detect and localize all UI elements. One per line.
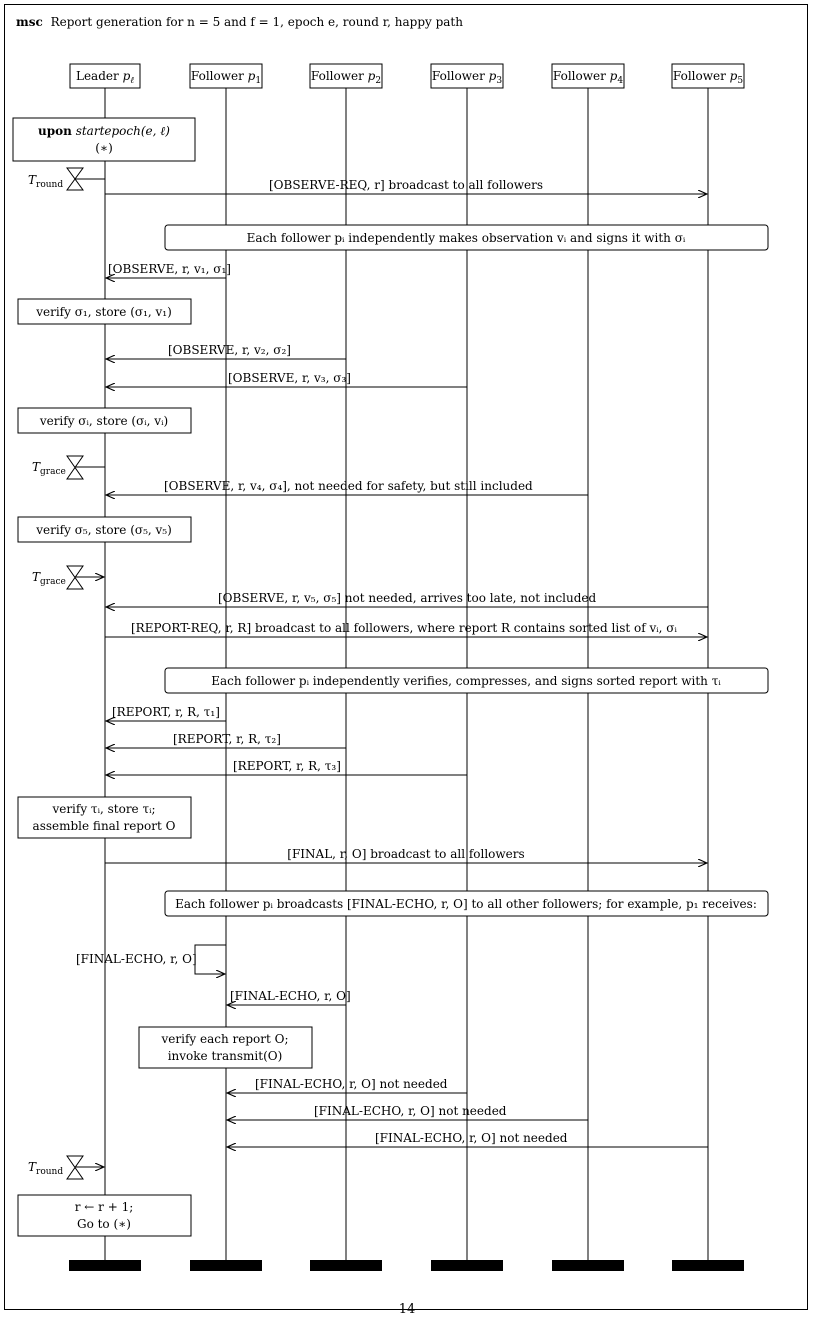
end-bar-p4 [552,1260,624,1271]
message-echo-self-label: [FINAL-ECHO, r, O] [76,952,197,966]
timer-round-start: Tround [28,167,105,191]
participant-box-p2 [309,63,383,89]
participant-box-p3 [430,63,504,89]
verify-sigma-i-label: verify σᵢ, store (σᵢ, vᵢ) [39,414,168,428]
next-round-line-2: Go to (∗) [77,1217,131,1231]
participant-label-p4: Follower p4 [553,69,623,86]
end-bar-p3 [431,1260,503,1271]
message-report-2-label: [REPORT, r, R, τ₂] [173,732,281,746]
note-report [164,667,769,694]
message-echo-5-label: [FINAL-ECHO, r, O] not needed [375,1131,568,1145]
message-observe-1-label: [OBSERVE, r, v₁, σ₁] [108,262,231,276]
verify-report-line-1: verify each report O; [160,1032,288,1046]
verify-tau-line-2: assemble final report O [33,819,176,833]
timer-round-expiry: Tround [28,1155,104,1180]
next-round-line-1: r ← r + 1; [75,1200,134,1214]
verify-sigma-5-box [17,516,192,543]
lifeline-end-bars [69,1260,744,1271]
participant-headers: Leader pℓ Follower p1 Follower p2 Follow… [69,63,745,89]
end-bar-leader [69,1260,141,1271]
message-echo-4-label: [FINAL-ECHO, r, O] not needed [314,1104,507,1118]
verify-sigma-i-box [17,407,192,434]
verify-tau-box [17,796,192,839]
participant-box-p5 [671,63,745,89]
message-observe-5-label: [OBSERVE, r, v₅, σ₅] not needed, arrives… [218,591,597,605]
participant-label-p3: Follower p3 [432,69,502,86]
message-final-label: [FINAL, r, O] broadcast to all followers [287,847,524,861]
end-bar-p5 [672,1260,744,1271]
message-report-req-label: [REPORT-REQ, r, R] broadcast to all foll… [131,621,677,635]
note-observe [164,224,769,251]
timer-grace-expiry: Tgrace [32,565,104,590]
participant-box-leader [69,63,141,89]
message-observe-4-label: [OBSERVE, r, v₄, σ₄], not needed for saf… [164,479,533,493]
verify-sigma-1-label: verify σ₁, store (σ₁, v₁) [35,305,172,319]
timer-grace-start: Tgrace [32,455,105,480]
timer-grace-expiry-label: Tgrace [32,570,66,587]
note-echo-label: Each follower pᵢ broadcasts [FINAL-ECHO,… [175,897,757,911]
verify-report-line-2: invoke transmit(O) [168,1049,283,1063]
verify-sigma-5-label: verify σ₅, store (σ₅, v₅) [35,523,172,537]
verify-tau-line-1: verify τᵢ, store τᵢ; [51,802,155,816]
message-echo-self-arrow [194,944,226,974]
message-observe-3-label: [OBSERVE, r, v₃, σ₃] [228,371,351,385]
page-number: 14 [398,1302,416,1317]
diagram-frame [4,4,808,1310]
upon-line-1: upon startepoch(e, ℓ) [38,124,170,138]
verify-report-box [138,1026,313,1069]
participant-box-p1 [189,63,263,89]
end-bar-p2 [310,1260,382,1271]
message-observe-req-label: [OBSERVE-REQ, r] broadcast to all follow… [269,178,543,192]
message-report-1-label: [REPORT, r, R, τ₁] [112,705,220,719]
message-echo-2-label: [FINAL-ECHO, r, O] [230,989,351,1003]
timer-grace-label: Tgrace [32,460,66,477]
note-observe-label: Each follower pᵢ independently makes obs… [247,231,686,245]
end-bar-p1 [190,1260,262,1271]
upon-line-2: (∗) [95,141,113,155]
diagram-title: msc Report generation for n = 5 and f = … [16,15,463,29]
next-round-box [17,1194,192,1237]
participant-label-p2: Follower p2 [311,69,381,86]
participant-label-p1: Follower p1 [191,69,261,86]
message-echo-3-label: [FINAL-ECHO, r, O] not needed [255,1077,448,1091]
upon-startepoch-box [12,117,196,162]
timer-round-label: Tround [28,173,63,190]
participant-box-p4 [551,63,625,89]
verify-sigma-1-box [17,298,192,325]
message-observe-2-label: [OBSERVE, r, v₂, σ₂] [168,343,291,357]
note-echo [164,890,769,917]
message-report-3-label: [REPORT, r, R, τ₃] [233,759,341,773]
timer-round-expiry-label: Tround [28,1160,63,1177]
note-report-label: Each follower pᵢ independently verifies,… [211,674,721,688]
participant-label-leader: Leader pℓ [76,69,134,86]
participant-label-p5: Follower p5 [673,69,743,86]
